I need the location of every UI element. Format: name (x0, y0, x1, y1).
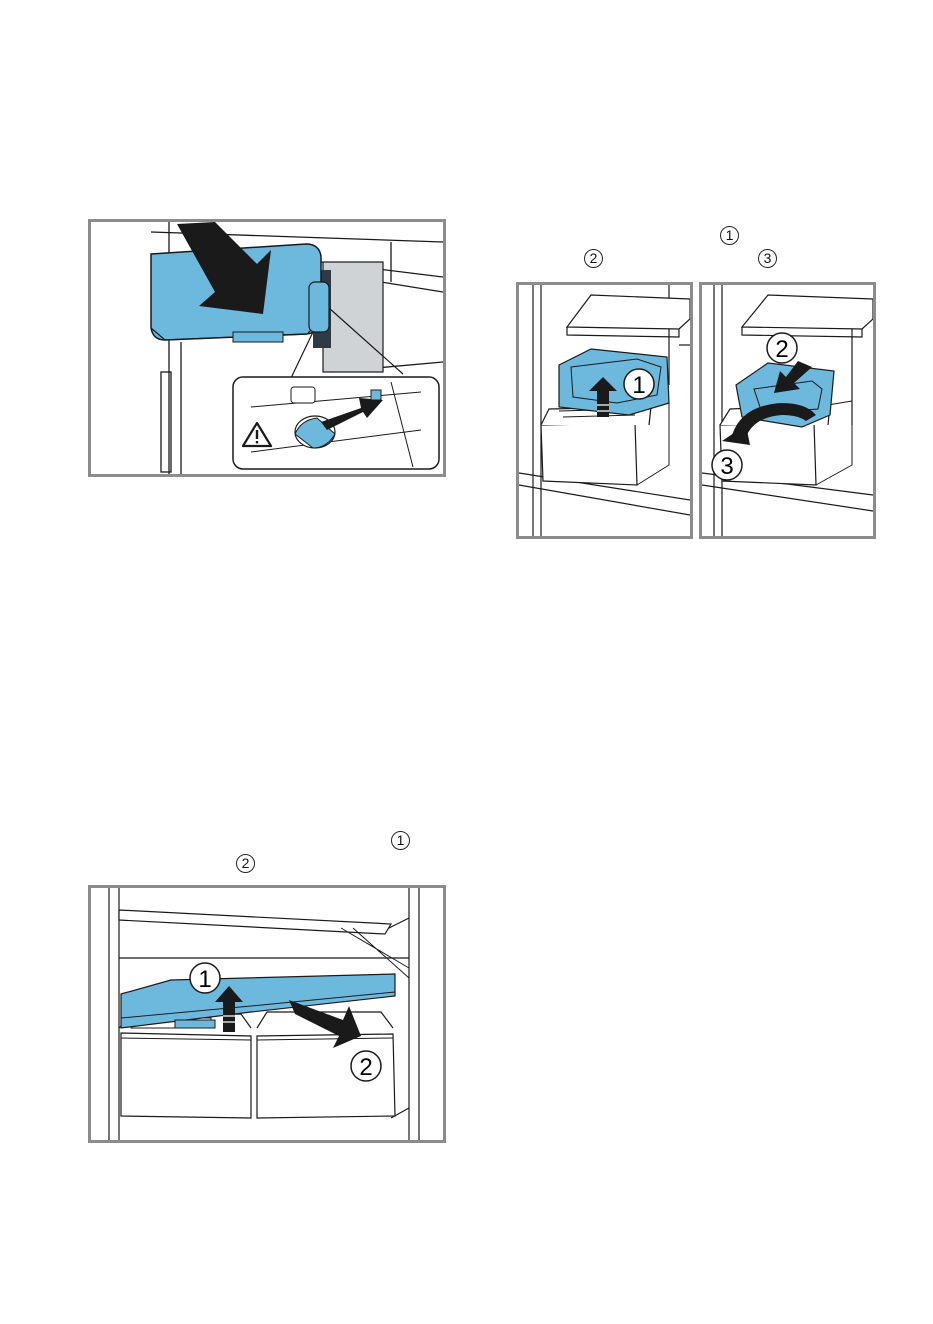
step-marker-1: 1 (720, 226, 739, 245)
shelf-removal-illustration: 1 2 (91, 888, 443, 1140)
svg-text:1: 1 (198, 966, 211, 993)
figure-cover-right-panel: 2 3 (699, 282, 876, 539)
figure-filter-insert (88, 219, 446, 477)
step-marker-2-bottom: 2 (236, 854, 255, 873)
figure-cover-left-panel: 1 (516, 282, 693, 539)
detail-inset (233, 377, 439, 469)
callout-1-bottom: 1 (190, 963, 220, 993)
svg-text:2: 2 (775, 336, 788, 363)
cover-remove-illustration: 2 3 (702, 285, 873, 536)
cover-lift-illustration: 1 (519, 285, 690, 536)
callout-3-right-panel: 3 (712, 450, 742, 480)
callout-2-bottom: 2 (351, 1051, 381, 1081)
step-marker-1-bottom: 1 (391, 831, 410, 850)
figure-shelf-removal: 1 2 (88, 885, 446, 1143)
step-marker-2: 2 (584, 249, 603, 268)
svg-text:3: 3 (720, 453, 733, 480)
step-marker-3: 3 (758, 249, 777, 268)
callout-1-left-panel: 1 (624, 369, 654, 399)
svg-text:2: 2 (359, 1054, 372, 1081)
filter-insert-illustration (91, 222, 443, 474)
svg-text:1: 1 (632, 372, 645, 399)
callout-2-right-panel: 2 (767, 333, 797, 363)
